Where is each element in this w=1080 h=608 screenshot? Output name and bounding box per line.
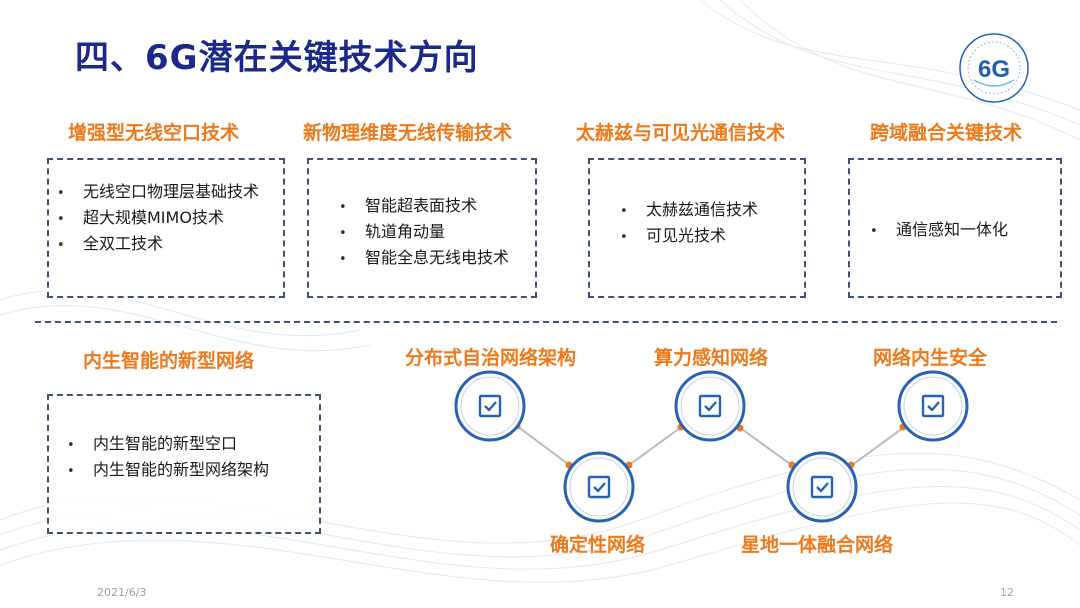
imt-2030-logo: 6G [959, 33, 1029, 103]
list-item-text: 智能全息无线电技术 [365, 248, 510, 267]
checkbox-icon [698, 394, 722, 418]
list-item: • 超大规模MIMO技术 [57, 206, 259, 232]
bullet: • [339, 226, 347, 241]
category-title-thz-visible-light: 太赫兹与可见光通信技术 [576, 122, 786, 144]
bullet: • [67, 438, 75, 453]
checkbox-icon [921, 394, 945, 418]
list-item-text: 超大规模MIMO技术 [83, 208, 224, 227]
list-item: • 轨道角动量 [339, 220, 509, 246]
list-item: • 智能超表面技术 [339, 194, 509, 220]
list-item-text: 内生智能的新型网络架构 [93, 460, 270, 479]
checkbox-icon [587, 475, 611, 499]
bullet: • [620, 230, 628, 245]
node-distributed-autonomous [454, 370, 526, 442]
list-item: • 内生智能的新型空口 [67, 432, 269, 458]
list-item-text: 太赫兹通信技术 [646, 200, 759, 219]
node-label-deterministic: 确定性网络 [550, 534, 646, 556]
list-item-text: 智能超表面技术 [365, 196, 478, 215]
slide-title: 四、6G潜在关键技术方向 [75, 38, 479, 78]
node-deterministic [563, 451, 635, 523]
list-item-text: 通信感知一体化 [896, 220, 1009, 239]
list-item: • 全双工技术 [57, 232, 259, 258]
section-divider [35, 321, 1057, 323]
bullet: • [67, 464, 75, 479]
list-item: • 通信感知一体化 [870, 218, 1008, 244]
node-label-distributed-autonomous: 分布式自治网络架构 [405, 347, 577, 369]
bullet: • [339, 200, 347, 215]
network-box: • 内生智能的新型空口 • 内生智能的新型网络架构 [47, 394, 321, 534]
node-intrinsic-security [897, 370, 969, 442]
category-box-thz-visible-light: • 太赫兹通信技术 • 可见光技术 [588, 158, 806, 298]
slide-date: 2021/6/3 [97, 586, 147, 599]
node-label-computing-aware: 算力感知网络 [654, 347, 769, 369]
node-label-space-ground: 星地一体融合网络 [741, 534, 894, 556]
list-item: • 内生智能的新型网络架构 [67, 458, 269, 484]
list-item-text: 轨道角动量 [365, 222, 446, 241]
category-box-new-physical-dimension: • 智能超表面技术 • 轨道角动量 • 智能全息无线电技术 [307, 158, 537, 298]
list-item: • 智能全息无线电技术 [339, 246, 509, 272]
bullet: • [57, 212, 65, 227]
node-space-ground [786, 451, 858, 523]
list-item-text: 无线空口物理层基础技术 [83, 182, 260, 201]
category-title-cross-domain: 跨域融合关键技术 [870, 122, 1023, 144]
list-item: • 可见光技术 [620, 224, 758, 250]
network-section-title: 内生智能的新型网络 [83, 350, 255, 372]
category-box-enhanced-air-interface: • 无线空口物理层基础技术 • 超大规模MIMO技术 • 全双工技术 [47, 158, 285, 298]
bullet: • [57, 186, 65, 201]
bullet: • [57, 238, 65, 253]
list-item-text: 内生智能的新型空口 [93, 434, 238, 453]
bullet: • [870, 224, 878, 239]
checkbox-icon [810, 475, 834, 499]
list-item: • 无线空口物理层基础技术 [57, 180, 259, 206]
category-title-enhanced-air-interface: 增强型无线空口技术 [68, 122, 240, 144]
list-item: • 太赫兹通信技术 [620, 198, 758, 224]
category-box-cross-domain: • 通信感知一体化 [848, 158, 1062, 298]
bullet: • [339, 252, 347, 267]
slide-page-number: 12 [1000, 586, 1014, 599]
list-item-text: 可见光技术 [646, 226, 727, 245]
bullet: • [620, 204, 628, 219]
node-label-intrinsic-security: 网络内生安全 [873, 347, 988, 369]
logo-text: 6G [978, 56, 1010, 83]
category-title-new-physical-dimension: 新物理维度无线传输技术 [303, 122, 513, 144]
node-computing-aware [674, 370, 746, 442]
checkbox-icon [478, 394, 502, 418]
list-item-text: 全双工技术 [83, 234, 164, 253]
